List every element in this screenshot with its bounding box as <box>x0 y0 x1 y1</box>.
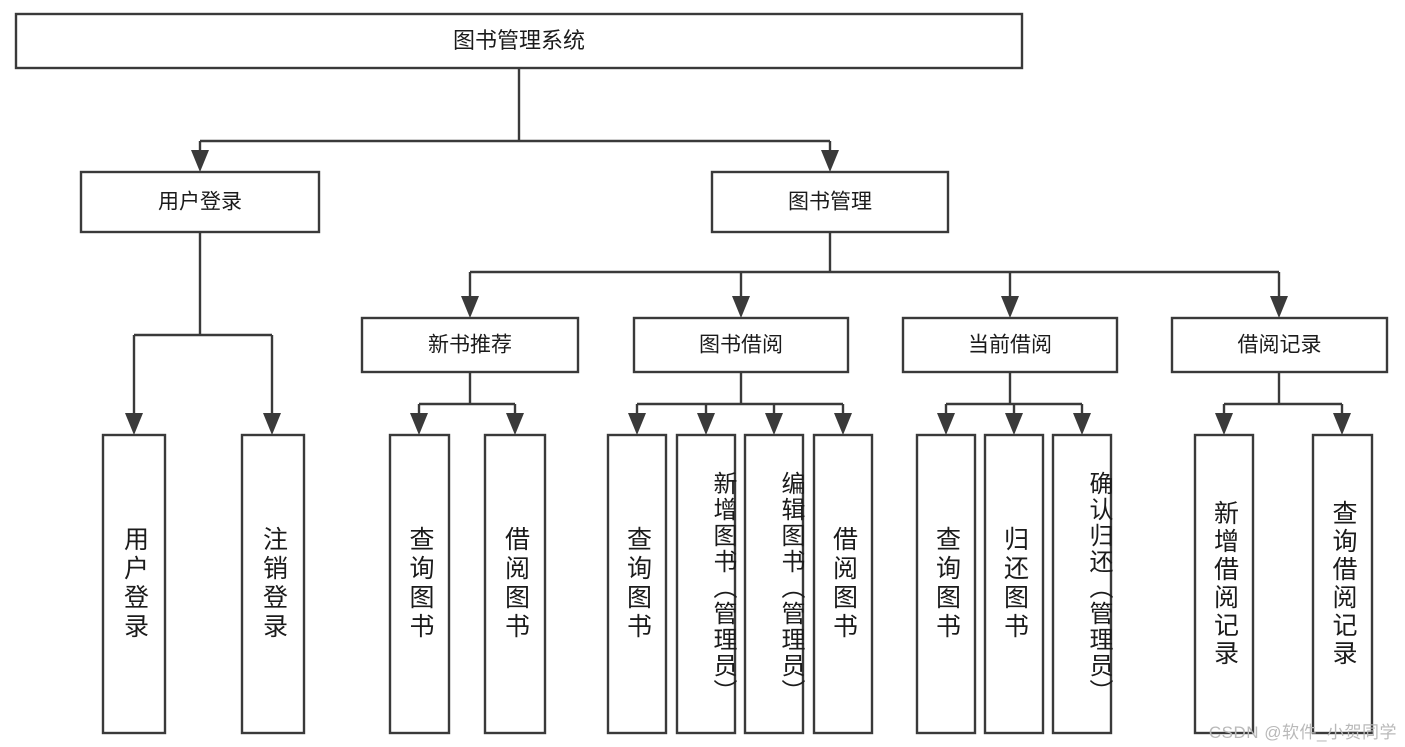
node-level2-0-label: 新书推荐 <box>428 334 512 357</box>
arrow-head-icon <box>1001 296 1019 318</box>
arrow-head-icon <box>1215 413 1233 435</box>
leaf-login-1-box[interactable] <box>240 433 306 735</box>
node-level2-3-label: 借阅记录 <box>1238 334 1322 357</box>
arrow-head-icon <box>697 413 715 435</box>
arrow-head-icon <box>1333 413 1351 435</box>
node-level2-0-box[interactable] <box>360 316 580 374</box>
arrow-head-icon <box>765 413 783 435</box>
node-level1-0-box[interactable] <box>79 170 321 234</box>
leaf-current-8-box[interactable] <box>915 433 977 735</box>
arrow-head-icon <box>263 413 281 435</box>
leaf-record-12-box[interactable] <box>1311 433 1374 735</box>
node-level1-0-label: 用户登录 <box>158 191 242 214</box>
leaf-current-10-box[interactable] <box>1051 433 1113 735</box>
arrow-head-icon <box>1005 413 1023 435</box>
leaf-login-0-box[interactable] <box>101 433 167 735</box>
arrow-head-icon <box>461 296 479 318</box>
node-root-label: 图书管理系统 <box>453 28 585 53</box>
arrow-head-icon <box>191 150 209 172</box>
arrow-head-icon <box>628 413 646 435</box>
arrow-head-icon <box>821 150 839 172</box>
node-level2-3-box[interactable] <box>1170 316 1389 374</box>
arrow-head-icon <box>410 413 428 435</box>
node-level1-1-box[interactable] <box>710 170 950 234</box>
arrow-head-icon <box>834 413 852 435</box>
connector-layer <box>125 68 1351 435</box>
node-root-box[interactable] <box>14 12 1024 70</box>
leaf-borrow-6-box[interactable] <box>743 433 805 735</box>
watermark: CSDN @软件_小贺同学 <box>1208 723 1397 742</box>
leaf-new-book-3-box[interactable] <box>483 433 547 735</box>
leaf-borrow-4-box[interactable] <box>606 433 668 735</box>
arrow-head-icon <box>937 413 955 435</box>
arrow-head-icon <box>732 296 750 318</box>
node-level2-1-box[interactable] <box>632 316 850 374</box>
leaf-new-book-2-box[interactable] <box>388 433 451 735</box>
arrow-head-icon <box>506 413 524 435</box>
arrow-head-icon <box>1270 296 1288 318</box>
arrow-head-icon <box>1073 413 1091 435</box>
arrow-head-icon <box>125 413 143 435</box>
node-level2-2-box[interactable] <box>901 316 1119 374</box>
leaf-borrow-7-box[interactable] <box>812 433 874 735</box>
leaf-current-9-box[interactable] <box>983 433 1045 735</box>
node-level2-2-label: 当前借阅 <box>968 334 1052 357</box>
node-level2-1-label: 图书借阅 <box>699 334 783 357</box>
leaf-borrow-5-box[interactable] <box>675 433 737 735</box>
node-level1-1-label: 图书管理 <box>788 191 872 214</box>
leaf-record-11-box[interactable] <box>1193 433 1255 735</box>
